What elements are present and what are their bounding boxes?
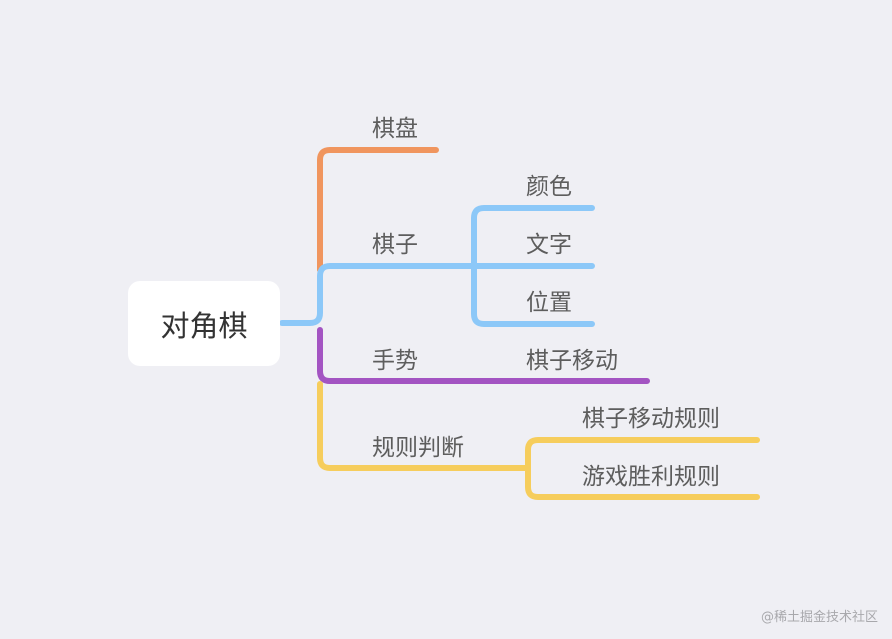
node-move-rules[interactable]: 棋子移动规则 (582, 406, 720, 432)
branch-line-rules (317, 381, 760, 500)
node-position[interactable]: 位置 (526, 290, 572, 316)
node-board[interactable]: 棋盘 (372, 116, 418, 142)
node-pieces[interactable]: 棋子 (372, 232, 418, 258)
node-win-rules[interactable]: 游戏胜利规则 (582, 464, 720, 490)
node-text[interactable]: 文字 (526, 232, 572, 258)
node-rules[interactable]: 规则判断 (372, 435, 464, 461)
branch-line-board (317, 147, 439, 273)
watermark: @稀土掘金技术社区 (760, 610, 878, 625)
root-label: 对角棋 (160, 308, 248, 343)
node-color[interactable]: 颜色 (526, 174, 572, 200)
branch-line-gesture (317, 327, 650, 384)
node-piece-move[interactable]: 棋子移动 (526, 348, 618, 374)
root-node[interactable]: 对角棋 (128, 281, 280, 366)
root-connector (279, 263, 477, 326)
branch-line-pieces-children (471, 205, 595, 327)
node-gesture[interactable]: 手势 (372, 348, 418, 374)
